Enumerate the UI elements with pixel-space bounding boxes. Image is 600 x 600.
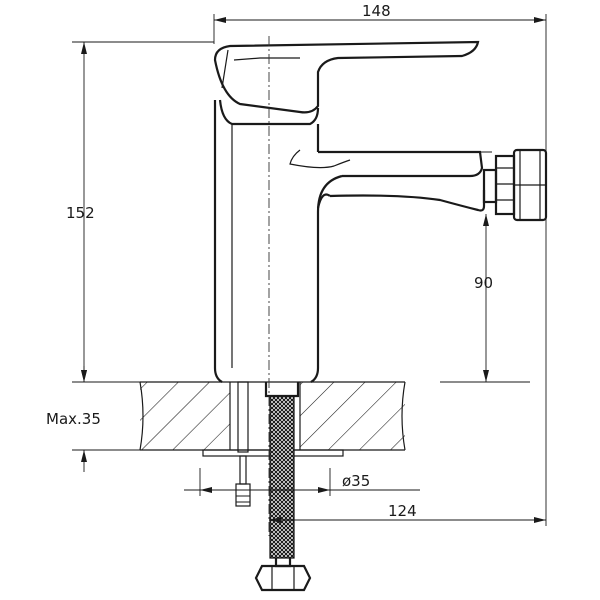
dimension-lines bbox=[72, 14, 547, 526]
faucet-body bbox=[213, 40, 548, 383]
dimension-height-label: 152 bbox=[66, 204, 95, 222]
countertop-section bbox=[139, 381, 406, 451]
dimension-outlet-height-label: 90 bbox=[474, 274, 493, 292]
dimension-reach-label: 124 bbox=[388, 502, 417, 520]
mounting-hardware bbox=[202, 381, 344, 592]
dimension-hole-diameter-label: ø35 bbox=[342, 472, 370, 490]
dimension-width-label: 148 bbox=[362, 2, 391, 20]
dimension-max-thickness-label: Max.35 bbox=[46, 410, 101, 428]
